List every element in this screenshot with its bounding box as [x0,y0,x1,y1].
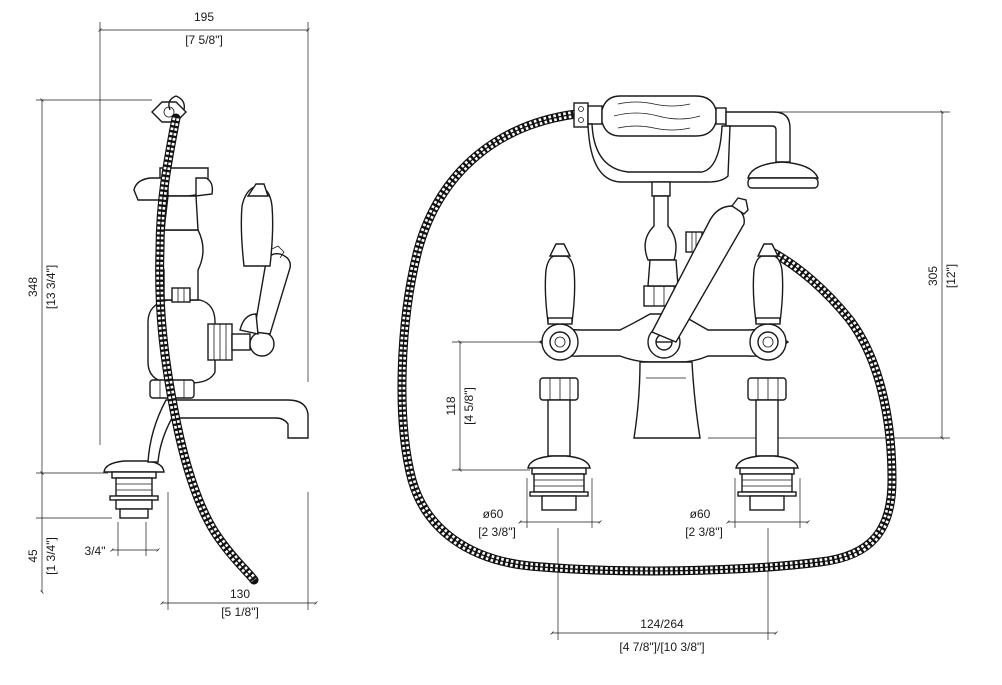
centres-mm-label: 124/264 [640,617,684,631]
side-view: 195 [7 5/8"] 348 [13 3/4"] 45 [1 3/4"] 3… [26,10,318,619]
dimension-centres: 124/264 [4 7/8"]/[10 3/8"] [550,528,778,654]
flange-right-mm-label: ø60 [690,507,711,521]
dimension-tail-45: 45 [1 3/4"] [26,471,112,594]
height118-inch-label: [4 5/8"] [462,387,476,425]
dimension-height-305: 305 [12"] [708,110,958,440]
dimension-width-195: 195 [7 5/8"] [98,10,310,445]
flange-right-inch-label: [2 3/8"] [685,525,723,539]
dimension-reach-130: 130 [5 1/8"] [160,492,318,619]
height305-mm-label: 305 [926,266,940,286]
side-hose [155,95,259,585]
bath-spout [147,399,309,463]
tail-inch-label: [1 3/4"] [44,537,58,575]
diverter-lever [647,197,749,359]
dimension-height-118: 118 [4 5/8"] [444,340,556,472]
centres-inch-label: [4 7/8"]/[10 3/8"] [619,640,704,654]
flange-left-inch-label: [2 3/8"] [478,525,516,539]
shower-handset [573,95,820,197]
tail-mm-label: 45 [26,549,40,563]
height-inch-label: [13 3/4"] [44,265,58,309]
lever-handle-side [207,183,291,361]
width-mm-label: 195 [194,10,214,24]
height-mm-label: 348 [26,277,40,297]
deck-mount [103,460,165,519]
thread-label: 3/4" [85,544,106,558]
dimension-height-348: 348 [13 3/4"] [26,98,152,475]
width-inch-label: [7 5/8"] [185,33,223,47]
right-valve [735,243,799,511]
dimension-thread: 3/4" [85,522,160,558]
front-view: 305 [12"] 118 [4 5/8"] ø60 [2 3/8"] ø60 … [397,95,958,654]
left-valve [527,243,591,511]
reach-mm-label: 130 [230,587,250,601]
flange-left-mm-label: ø60 [483,507,504,521]
front-hose [397,109,897,576]
reach-inch-label: [5 1/8"] [221,605,259,619]
dimension-flange-right: ø60 [2 3/8"] [685,478,810,539]
height305-inch-label: [12"] [944,264,958,288]
height118-mm-label: 118 [444,396,458,415]
dimension-flange-left: ø60 [2 3/8"] [478,478,602,539]
